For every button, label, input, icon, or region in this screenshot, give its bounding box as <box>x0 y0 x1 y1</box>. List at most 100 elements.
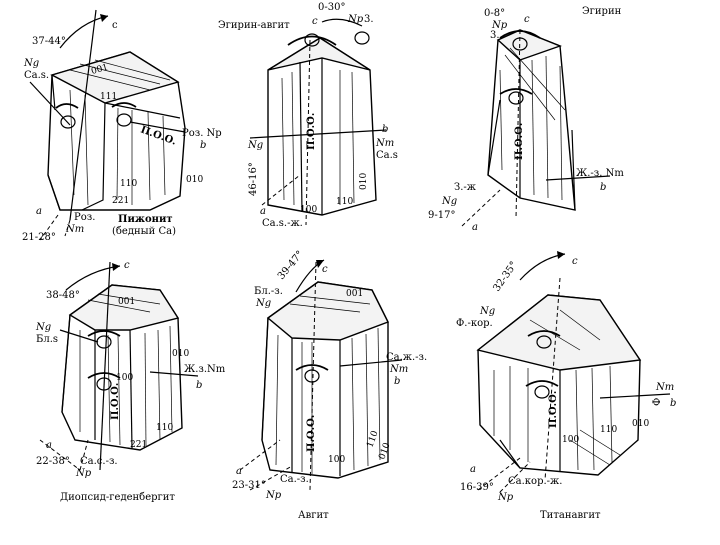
pigeonite-name: Пижонит <box>118 214 173 225</box>
aegirine-b-label: b <box>600 182 606 193</box>
diopside-face-010: 010 <box>172 349 189 359</box>
crystal-pigeonite: c 37-44° Ng Са.s. П.О.О. Роз. Np b 001 1… <box>22 9 222 243</box>
aegirine-augite-casj-label: Са.s.-ж. <box>262 218 303 229</box>
aegirine-np-label: Np <box>491 20 508 31</box>
titanaugite-face-010: 010 <box>632 419 649 429</box>
pigeonite-cas-label: Са.s. <box>24 70 49 81</box>
titanaugite-angle2-label: 16-39° <box>460 482 494 493</box>
pigeonite-c-label: c <box>112 20 118 31</box>
crystal-aegirine: Эгирин 0-8° Np 3. c П.О.О. Ж.-з. Nm b З.… <box>428 6 624 233</box>
diopside-bls-label: Бл.s <box>36 334 58 345</box>
titanaugite-angle-label: 32-35° <box>491 260 519 294</box>
titanaugite-f-label: Ф <box>652 398 663 406</box>
aegirine-oo-label: П.О.О. <box>514 123 525 160</box>
aegirine-augite-top <box>267 37 371 71</box>
aegirine-augite-z-label: 3. <box>364 14 374 25</box>
diopside-angle-label: 38-48° <box>46 290 80 301</box>
pigeonite-face-110: 110 <box>120 179 137 189</box>
aegirine-augite-nm-label: Nm <box>375 138 394 149</box>
augite-angle2-label: 23-31° <box>232 480 266 491</box>
diopside-ng-label: Ng <box>35 322 51 333</box>
crystal-titanaugite: 32-35° c Ng Ф.-кор. П.О.О. Nm Ф b 100 11… <box>456 251 676 521</box>
aegirine-augite-cas-label: Са.s <box>376 150 398 161</box>
augite-c-label: c <box>322 264 328 275</box>
aegirine-augite-np-label: Np <box>347 14 364 25</box>
aegirine-z-label: 3. <box>490 30 500 41</box>
diopside-b-label: b <box>196 380 202 391</box>
aegirine-c-label: c <box>524 14 530 25</box>
pigeonite-angle-label: 37-44° <box>32 36 66 47</box>
diopside-oo-label: П.О.О. <box>110 383 121 420</box>
aegirine-augite-face-110: 110 <box>336 197 353 207</box>
aegirine-zj-label: З.-ж <box>454 182 477 193</box>
titanaugite-cajkor-label: Са.кор.-ж. <box>508 476 562 487</box>
augite-name: Авгит <box>298 510 329 521</box>
diopside-jz-nm-label: Ж.з.Nm <box>184 364 226 375</box>
pigeonite-face-010: 010 <box>186 175 203 185</box>
pigeonite-pos-label: Роз. <box>74 212 95 223</box>
pigeonite-pos-np-label: Роз. Np <box>182 128 222 139</box>
aegirine-augite-face-010: 010 <box>359 173 369 190</box>
crystal-diopside-hedenbergite: c 38-48° Ng Бл.s П.О.О. Ж.з.Nm b 001 010… <box>35 260 226 503</box>
pigeonite-subname: (бедный Са) <box>112 226 176 237</box>
diopside-cass-label: Са.с.-з. <box>80 456 118 467</box>
pigeonite-nm-label: Nm <box>65 224 84 235</box>
titanaugite-face-110: 110 <box>600 425 617 435</box>
diopside-name: Диопсид-геденбергит <box>60 492 175 503</box>
pigeonite-ng-label: Ng <box>23 58 39 69</box>
augite-oo-label: П.О.О. <box>306 415 317 452</box>
pigeonite-b-label: b <box>200 140 206 151</box>
augite-nm-label: Nm <box>389 364 408 375</box>
aegirine-augite-face-100: 100 <box>300 205 317 215</box>
crystal-augite: 39-47° c Бл.-з. Ng 001 П.О.О. Са.ж.-з. N… <box>232 249 427 521</box>
pigeonite-angle2-label: 21-28° <box>22 232 56 243</box>
titanaugite-b-label: b <box>670 398 676 409</box>
diopside-face-221: 221 <box>130 440 147 450</box>
aegirine-angle-label: 0-8° <box>484 8 505 19</box>
augite-angle-label: 39-47° <box>276 249 306 282</box>
diopside-c-label: c <box>124 260 130 271</box>
pigeonite-a-label: a <box>36 206 42 217</box>
aegirine-augite-oo-label: П.О.О. <box>306 113 317 150</box>
augite-face-100: 100 <box>328 455 345 465</box>
aegirine-augite-angle2-label: 46-16° <box>248 162 259 196</box>
aegirine-jz-nm-label: Ж.-з. Nm <box>576 168 624 179</box>
pigeonite-face-001: 001 <box>90 63 109 77</box>
aegirine-a-label: a <box>472 222 478 233</box>
augite-face-001: 001 <box>346 289 363 299</box>
diopside-face-001: 001 <box>118 297 135 307</box>
aegirine-augite-name: Эгирин-авгит <box>218 20 290 31</box>
aegirine-ng-label: Ng <box>441 196 457 207</box>
aegirine-augite-ng-label: Ng <box>247 140 263 151</box>
aegirine-augite-c-label: c <box>312 16 318 27</box>
pigeonite-face-111: 111 <box>100 92 117 102</box>
titanaugite-fkor-label: Ф.-кор. <box>456 318 493 329</box>
aegirine-angle2-label: 9-17° <box>428 210 455 221</box>
pigeonite-top-face <box>50 51 180 104</box>
aegirine-name: Эгирин <box>582 6 622 17</box>
aegirine-augite-angle-label: 0-30° <box>318 2 345 13</box>
diopside-angle2-label: 22-38° <box>36 456 70 467</box>
augite-ng-bl-label: Бл.-з. <box>254 286 283 297</box>
augite-a-label: a <box>236 466 242 477</box>
diopside-np-label: Np <box>75 468 92 479</box>
titanaugite-ng-label: Ng <box>479 306 495 317</box>
diopside-face-110: 110 <box>156 423 173 433</box>
diopside-face-100: 100 <box>116 373 133 383</box>
titanaugite-nm-label: Nm <box>655 382 674 393</box>
pigeonite-face-221: 221 <box>112 196 129 206</box>
titanaugite-c-label: c <box>572 256 578 267</box>
titanaugite-face-100: 100 <box>562 435 579 445</box>
aegirine-augite-a-label: a <box>260 206 266 217</box>
titanaugite-name: Титанавгит <box>540 510 601 521</box>
aegirine-top <box>496 29 562 61</box>
augite-np-label: Np <box>265 490 282 501</box>
titanaugite-oo-label: П.О.О. <box>548 391 559 428</box>
aegirine-augite-b-label: b <box>382 124 388 135</box>
titanaugite-np-label: Np <box>497 492 514 503</box>
augite-casj-label: Са.ж.-з. <box>386 352 427 363</box>
diopside-a-label: a <box>46 440 52 451</box>
augite-cas-label: Са.-з. <box>280 474 309 485</box>
